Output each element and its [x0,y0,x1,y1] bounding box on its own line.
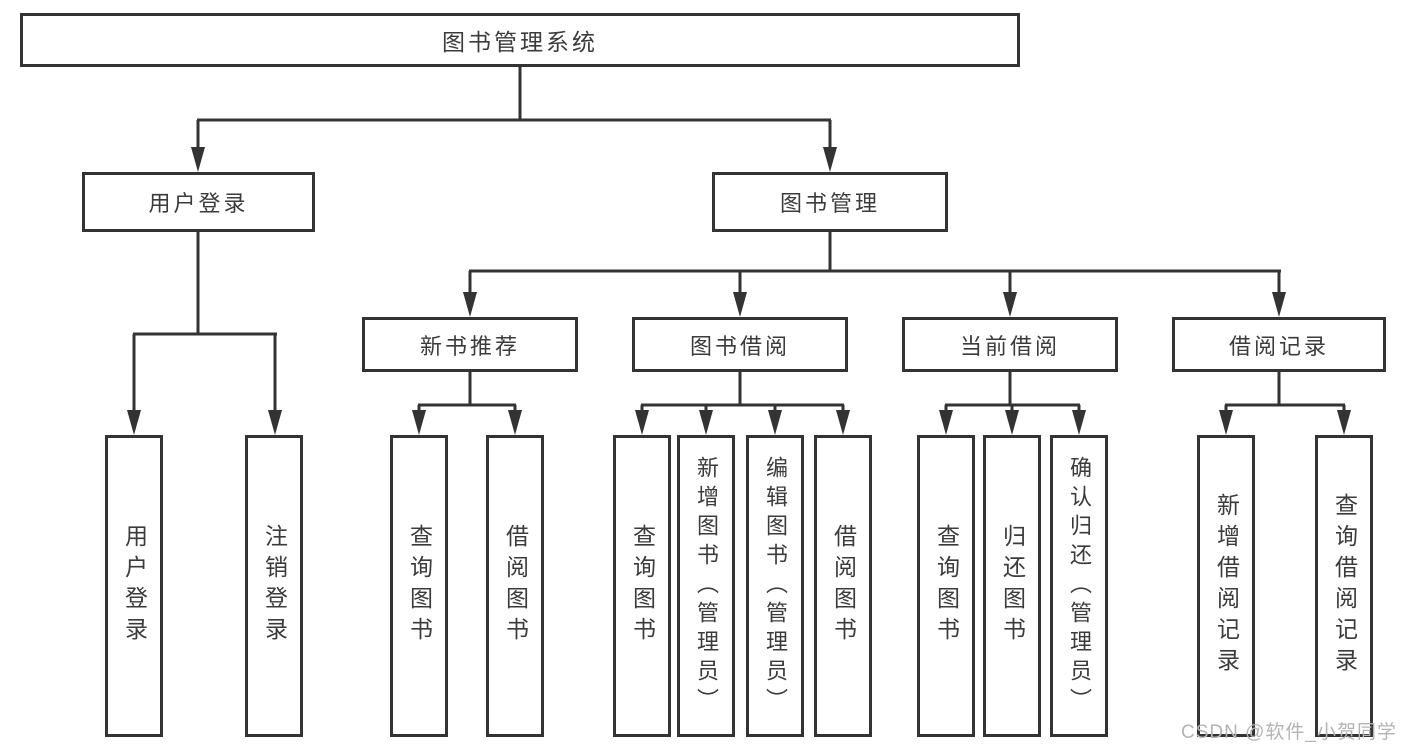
node-new-book-recommend: 新书推荐 [362,317,578,372]
node-book-management: 图书管理 [712,172,948,232]
leaf-label: 归还图书 [999,524,1026,648]
leaf-nb-query-books: 查询图书 [390,435,448,737]
node-label: 图书借阅 [689,333,790,359]
leaf-cb-return-books: 归还图书 [983,435,1041,737]
leaf-bb-edit-books-admin: 编辑图书（管理员） [746,435,804,737]
node-borrow-records: 借阅记录 [1172,317,1386,372]
node-label: 借阅记录 [1228,333,1329,359]
node-label: 用户登录 [148,191,249,216]
leaf-cb-query-books: 查询图书 [917,435,975,737]
leaf-label: 查询图书 [629,524,656,648]
leaf-user-login: 用户登录 [105,435,163,737]
leaf-br-query-record: 查询借阅记录 [1315,435,1373,737]
leaf-bb-query-books: 查询图书 [613,435,671,737]
node-book-borrow: 图书借阅 [632,317,848,372]
leaf-label: 查询图书 [406,524,433,648]
leaf-label: 编辑图书（管理员） [763,455,788,717]
leaf-bb-add-books-admin: 新增图书（管理员） [677,435,735,737]
node-label: 图书管理 [779,191,880,216]
leaf-logout: 注销登录 [245,435,303,737]
node-current-borrow: 当前借阅 [902,317,1118,372]
leaf-label: 用户登录 [121,524,148,648]
leaf-label: 确认归还（管理员） [1067,455,1092,717]
csdn-watermark: CSDN @软件_小贺同学 [1181,722,1397,743]
node-root-system: 图书管理系统 [20,13,1020,67]
leaf-br-add-record: 新增借阅记录 [1197,435,1255,737]
leaf-label: 借阅图书 [502,524,529,648]
leaf-label: 新增图书（管理员） [694,455,719,717]
node-user-login: 用户登录 [82,172,315,232]
node-label: 图书管理系统 [442,29,598,55]
leaf-bb-borrow-books: 借阅图书 [814,435,872,737]
leaf-label: 查询图书 [933,524,960,648]
node-label: 当前借阅 [959,333,1060,359]
node-label: 新书推荐 [419,333,520,359]
leaf-label: 新增借阅记录 [1213,493,1240,679]
leaf-label: 注销登录 [261,524,288,648]
leaf-nb-borrow-books: 借阅图书 [486,435,544,737]
leaf-cb-confirm-return-admin: 确认归还（管理员） [1050,435,1108,737]
leaf-label: 查询借阅记录 [1331,493,1358,679]
leaf-label: 借阅图书 [830,524,857,648]
